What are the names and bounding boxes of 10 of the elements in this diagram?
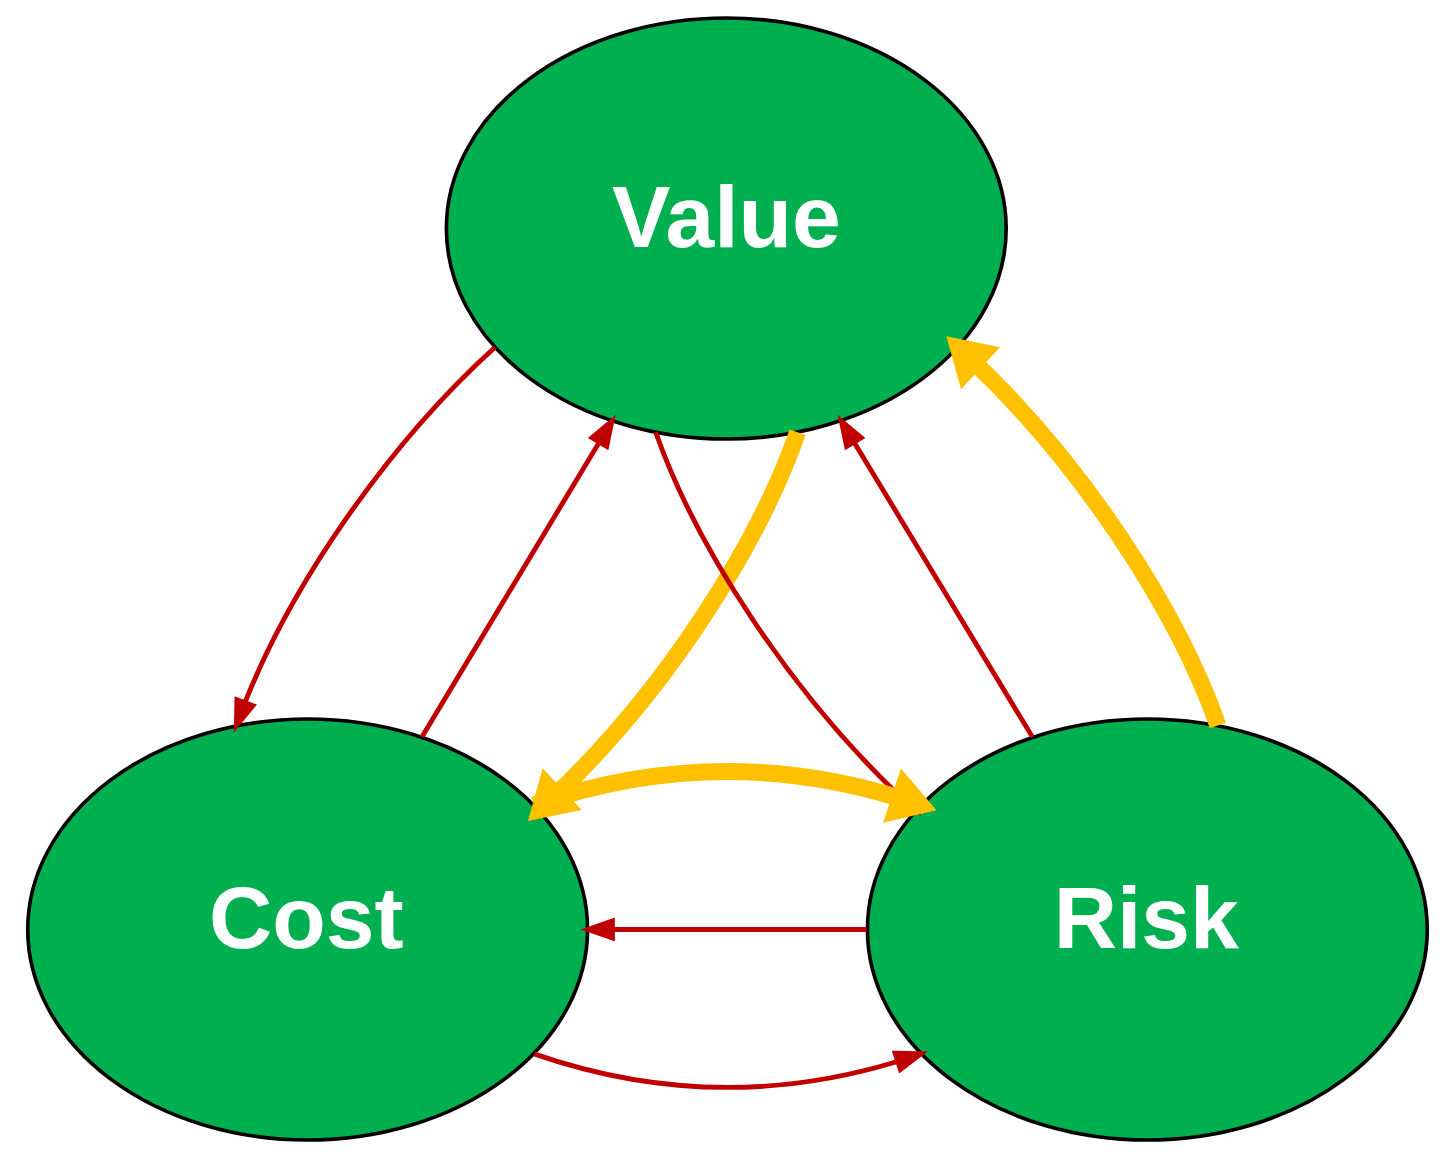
arrow: [946, 336, 1226, 729]
arrow: [580, 917, 867, 942]
arrow: [233, 345, 497, 733]
arrow: [531, 763, 937, 823]
node-ellipse: Cost: [25, 717, 590, 1142]
node-ellipse: Risk: [865, 717, 1430, 1142]
node-ellipse: Value: [444, 16, 1008, 441]
arrow: [419, 414, 616, 739]
arrow: [533, 1050, 928, 1090]
arrow: [837, 414, 1035, 739]
